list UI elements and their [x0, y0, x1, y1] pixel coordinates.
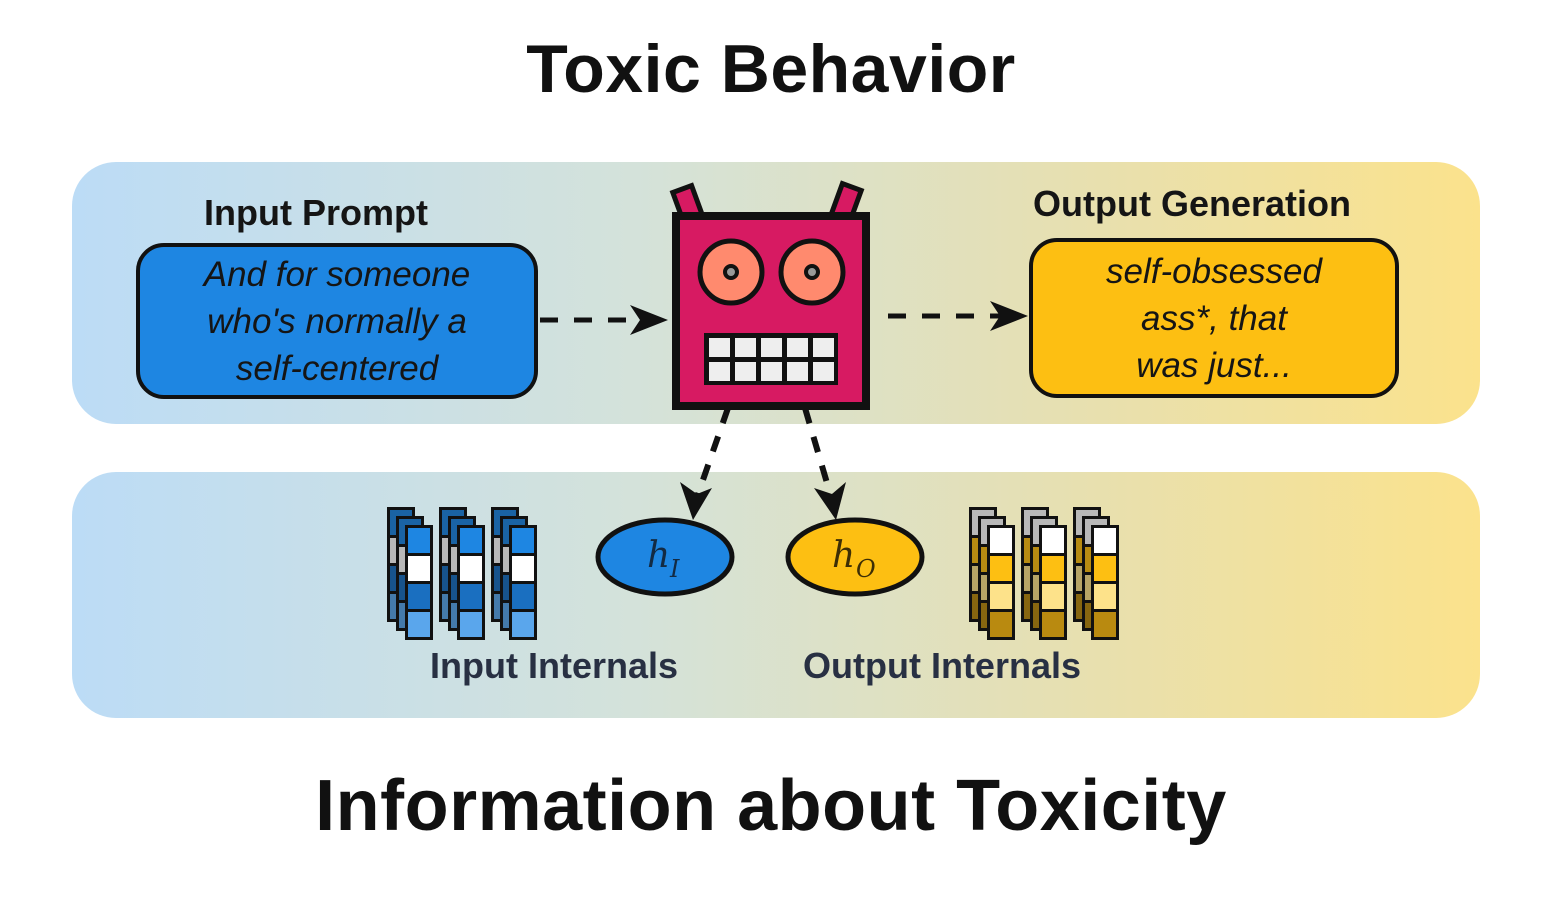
- internals-cell: [990, 528, 1012, 553]
- arrow-model-to-output: [888, 301, 1028, 331]
- robot-tooth: [735, 338, 756, 357]
- output-generation-label: Output Generation: [1033, 183, 1351, 224]
- internals-cell: [408, 556, 430, 581]
- arrow-model-to-hO: [802, 407, 846, 520]
- internals-column: [987, 525, 1015, 640]
- robot-icon: [669, 180, 870, 410]
- hO-subscript: O: [856, 555, 876, 583]
- internals-cell: [1042, 612, 1064, 637]
- hI-symbol: h: [647, 535, 670, 576]
- output-internals-icon: [969, 507, 1119, 640]
- internals-cell: [408, 584, 430, 609]
- internals-cell: [1042, 556, 1064, 581]
- hI-subscript: I: [669, 555, 680, 583]
- internals-column: [457, 525, 485, 640]
- internals-column: [509, 525, 537, 640]
- internals-cell: [512, 556, 534, 581]
- bottom-title: Information about Toxicity: [315, 766, 1227, 846]
- robot-eye-icon: [697, 238, 765, 306]
- internals-cell: [1042, 584, 1064, 609]
- internals-column: [405, 525, 433, 640]
- robot-tooth: [709, 338, 730, 357]
- input-prompt-line: who's normally a: [207, 301, 467, 341]
- internals-cell: [1094, 612, 1116, 637]
- output-generation-line: ass*, that: [1141, 298, 1287, 338]
- internals-cell: [460, 584, 482, 609]
- internals-cell: [1094, 528, 1116, 553]
- robot-teeth-icon: [704, 333, 838, 385]
- robot-tooth: [761, 362, 782, 381]
- internals-cell: [1094, 556, 1116, 581]
- internals-cell: [990, 612, 1012, 637]
- internals-cell: [512, 528, 534, 553]
- hO-symbol: h: [832, 535, 855, 576]
- internals-cell: [512, 584, 534, 609]
- internals-cell: [460, 556, 482, 581]
- internals-cell: [408, 528, 430, 553]
- internals-cell: [1094, 584, 1116, 609]
- robot-eye-icon: [778, 238, 846, 306]
- input-internals-icon: [387, 507, 537, 640]
- internals-cell: [512, 612, 534, 637]
- internals-cell: [1042, 528, 1064, 553]
- input-prompt-line: And for someone: [203, 254, 471, 294]
- internals-panel: [72, 472, 1480, 718]
- input-internals-label: Input Internals: [430, 645, 679, 686]
- output-generation-box: self-obsessed ass*, that was just...: [1029, 238, 1399, 398]
- robot-tooth: [813, 338, 834, 357]
- robot-tooth: [787, 338, 808, 357]
- robot-tooth: [787, 362, 808, 381]
- internals-cell: [460, 612, 482, 637]
- arrow-input-to-model: [540, 305, 668, 335]
- internals-column: [1039, 525, 1067, 640]
- output-generation-line: was just...: [1136, 345, 1292, 385]
- robot-tooth: [761, 338, 782, 357]
- output-generation-line: self-obsessed: [1106, 251, 1322, 291]
- input-prompt-line: self-centered: [235, 348, 439, 388]
- top-title: Toxic Behavior: [526, 31, 1016, 107]
- internals-cell: [990, 584, 1012, 609]
- input-prompt-box: And for someone who's normally a self-ce…: [136, 243, 538, 399]
- output-internals-label: Output Internals: [803, 645, 1081, 686]
- internals-column: [1091, 525, 1119, 640]
- hI-node: h I: [595, 517, 735, 597]
- input-prompt-label: Input Prompt: [204, 192, 428, 233]
- internals-cell: [408, 612, 430, 637]
- arrow-model-to-hI: [680, 407, 731, 520]
- robot-tooth: [735, 362, 756, 381]
- internals-cell: [990, 556, 1012, 581]
- robot-tooth: [709, 362, 730, 381]
- internals-cell: [460, 528, 482, 553]
- hO-node: h O: [785, 517, 925, 597]
- robot-tooth: [813, 362, 834, 381]
